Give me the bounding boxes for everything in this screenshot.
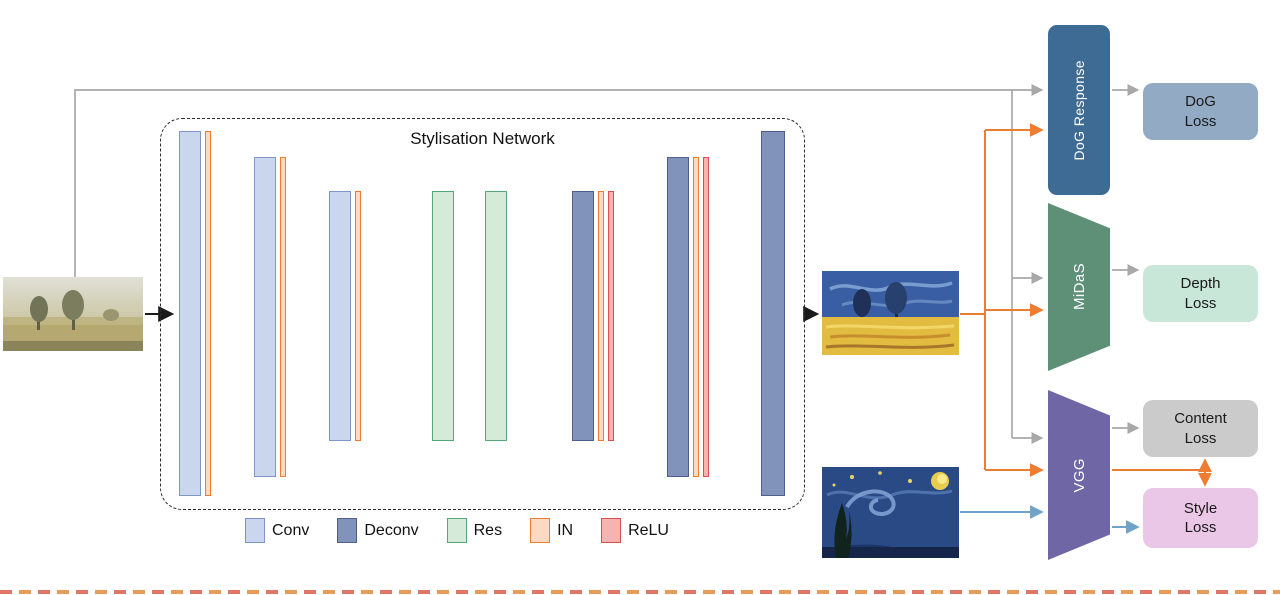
style-loss-label-line1: Style bbox=[1183, 499, 1218, 517]
dog-loss-label-line1: DoG bbox=[1185, 93, 1216, 110]
relu-layer-2 bbox=[703, 157, 709, 477]
legend-label-deconv: Deconv bbox=[364, 521, 419, 539]
deconv-layer-2 bbox=[667, 157, 689, 477]
legend-item-in: IN bbox=[530, 518, 573, 543]
conv-layer-3 bbox=[329, 191, 351, 441]
content-loss-label-line1: Content bbox=[1174, 410, 1227, 427]
depth-loss-box: Depth Loss bbox=[1143, 265, 1258, 322]
legend-item-deconv: Deconv bbox=[337, 518, 419, 543]
module-vgg: VGG bbox=[1048, 390, 1110, 560]
in-layer-4 bbox=[598, 191, 604, 441]
content-loss-box: Content Loss bbox=[1143, 400, 1258, 457]
in-layer-3 bbox=[355, 191, 361, 441]
dog-loss-label-line2: Loss bbox=[1184, 112, 1217, 130]
res-swatch-icon bbox=[446, 518, 467, 543]
res-layer-2 bbox=[485, 191, 507, 441]
in-layer-5 bbox=[693, 157, 699, 477]
depth-loss-label-line2: Loss bbox=[1184, 294, 1217, 312]
output-image bbox=[822, 271, 959, 355]
relu-swatch-icon bbox=[601, 518, 622, 543]
network-title: Stylisation Network bbox=[410, 129, 555, 148]
input-path-arrows bbox=[74, 84, 1140, 444]
relu-layer-1 bbox=[608, 191, 614, 441]
conv-layer-1 bbox=[179, 131, 201, 496]
style-loss-box: Style Loss bbox=[1143, 488, 1258, 548]
legend-label-relu: ReLU bbox=[628, 521, 669, 539]
depth-loss-label-line1: Depth bbox=[1180, 275, 1221, 292]
input-image-art bbox=[3, 277, 143, 351]
in-swatch-icon bbox=[530, 518, 551, 543]
style-path-arrows bbox=[960, 505, 1140, 534]
in-layer-2 bbox=[280, 157, 286, 477]
legend-item-conv: Conv bbox=[245, 518, 309, 543]
deconv-swatch-icon bbox=[337, 518, 358, 543]
module-vgg-label: VGG bbox=[1070, 457, 1088, 493]
style-loss-label-line2: Loss bbox=[1184, 519, 1217, 536]
module-midas-label: MiDaS bbox=[1070, 263, 1088, 311]
conv-layer-2 bbox=[254, 157, 276, 477]
legend-label-in: IN bbox=[557, 521, 574, 539]
in-layer-1 bbox=[205, 131, 211, 496]
output-path-arrows bbox=[960, 123, 1212, 487]
stylisation-network-box: Stylisation Network bbox=[160, 118, 805, 510]
deconv-layer-3 bbox=[761, 131, 785, 496]
res-layer-1 bbox=[432, 191, 454, 441]
module-dog-response-label: DoG Response bbox=[1071, 59, 1087, 161]
output-image-art bbox=[822, 271, 959, 355]
style-image bbox=[822, 467, 959, 558]
legend: Conv Deconv Res IN ReLU bbox=[245, 518, 669, 543]
legend-label-res: Res bbox=[473, 521, 503, 539]
input-image bbox=[3, 277, 143, 351]
legend-item-relu: ReLU bbox=[601, 518, 669, 543]
dog-loss-box: DoG Loss bbox=[1143, 83, 1258, 140]
bottom-dashed-line bbox=[0, 590, 1280, 594]
module-dog-response: DoG Response bbox=[1048, 25, 1110, 195]
deconv-layer-1 bbox=[572, 191, 594, 441]
legend-label-conv: Conv bbox=[272, 521, 310, 539]
conv-swatch-icon bbox=[245, 518, 265, 543]
module-midas: MiDaS bbox=[1048, 203, 1110, 371]
legend-item-res: Res bbox=[446, 518, 503, 543]
style-image-art bbox=[822, 467, 959, 558]
content-loss-label-line2: Loss bbox=[1184, 429, 1217, 447]
